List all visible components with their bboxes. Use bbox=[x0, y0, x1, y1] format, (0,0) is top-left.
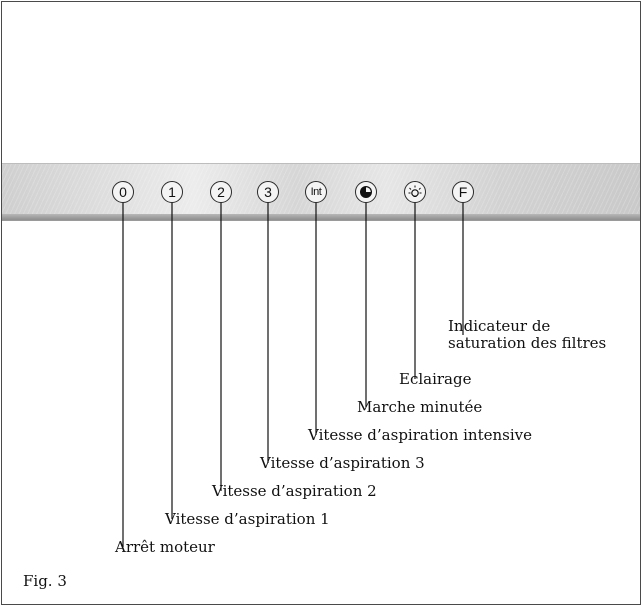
label-indicateur-line2: saturation des filtres bbox=[448, 334, 607, 352]
panel-lip bbox=[2, 214, 640, 220]
label-arret-moteur: Arrêt moteur bbox=[115, 538, 215, 556]
timer-icon bbox=[360, 186, 372, 198]
label-vitesse-3: Vitesse d’aspiration 3 bbox=[260, 454, 425, 472]
figure-caption: Fig. 3 bbox=[23, 572, 67, 590]
button-int[interactable]: Int bbox=[305, 181, 327, 203]
button-3[interactable]: 3 bbox=[257, 181, 279, 203]
button-0-label: 0 bbox=[119, 184, 127, 200]
button-f-label: F bbox=[458, 184, 468, 200]
button-1[interactable]: 1 bbox=[161, 181, 183, 203]
label-eclairage: Eclairage bbox=[399, 370, 472, 388]
button-3-label: 3 bbox=[264, 184, 272, 200]
button-0[interactable]: 0 bbox=[112, 181, 134, 203]
label-vitesse-intensive: Vitesse d’aspiration intensive bbox=[308, 426, 532, 444]
button-1-label: 1 bbox=[168, 184, 176, 200]
label-vitesse-1: Vitesse d’aspiration 1 bbox=[165, 510, 330, 528]
button-2[interactable]: 2 bbox=[210, 181, 232, 203]
light-icon bbox=[408, 185, 422, 197]
button-light[interactable] bbox=[404, 181, 426, 203]
button-f[interactable]: F bbox=[452, 181, 474, 203]
label-indicateur-line1: Indicateur de bbox=[448, 317, 551, 335]
button-int-label: Int bbox=[310, 185, 322, 198]
button-2-label: 2 bbox=[217, 184, 225, 200]
label-marche-minutee: Marche minutée bbox=[357, 398, 483, 416]
label-vitesse-2: Vitesse d’aspiration 2 bbox=[212, 482, 377, 500]
button-timer[interactable] bbox=[355, 181, 377, 203]
